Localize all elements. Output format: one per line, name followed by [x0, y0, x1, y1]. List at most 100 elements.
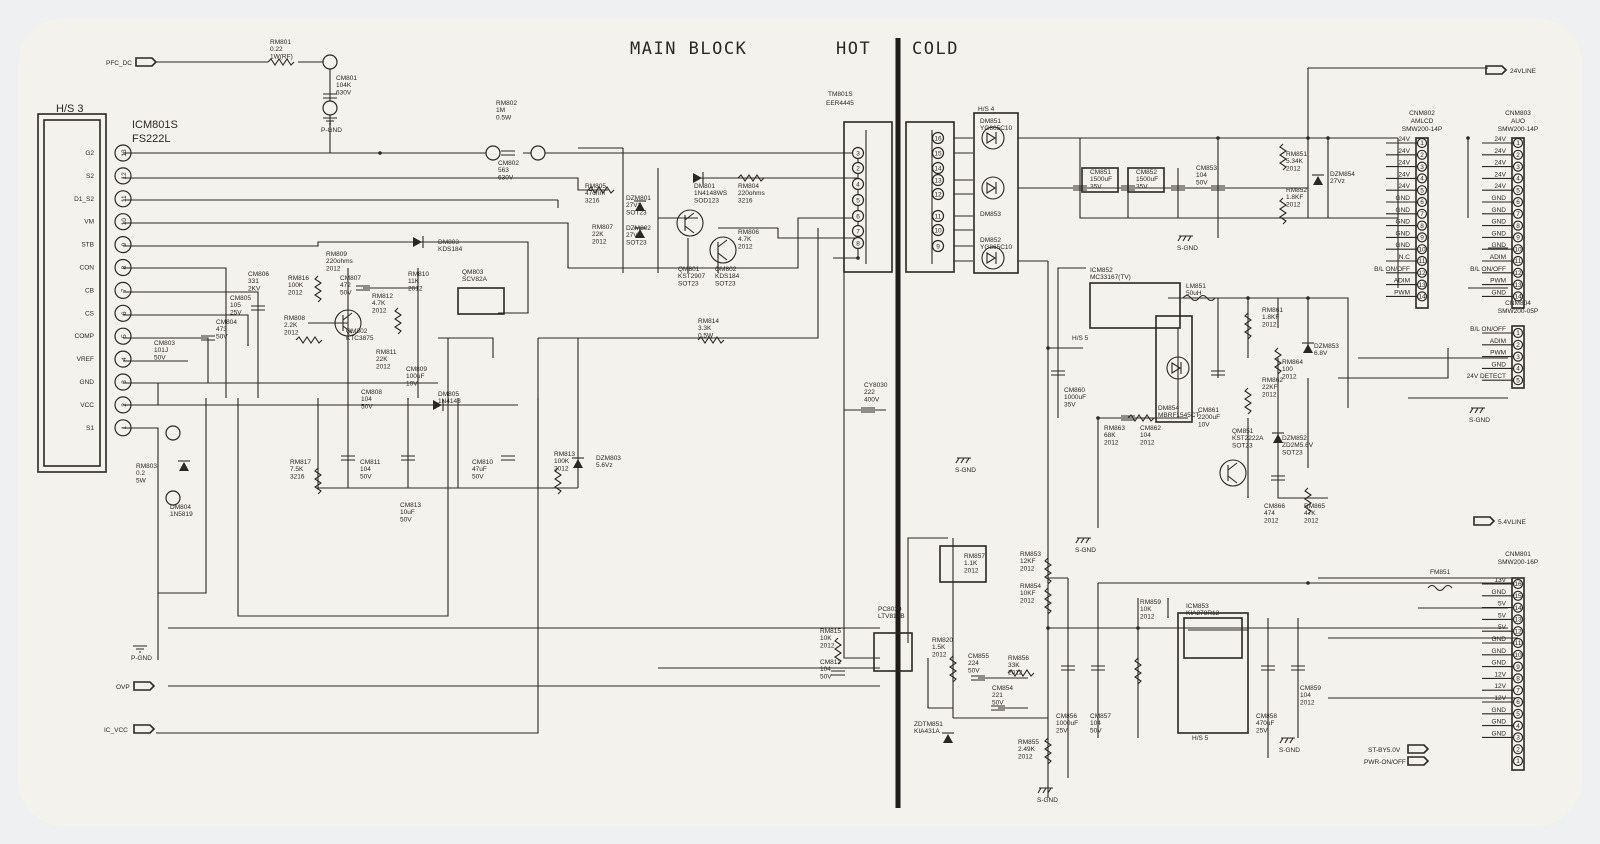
connector-pin-number: 5	[1516, 187, 1520, 194]
component-label-line: DM851	[980, 118, 1001, 125]
component-label-line: 3216	[290, 473, 305, 480]
component-label-line: DM803	[438, 239, 459, 246]
label-hs5b: H/S 5	[1192, 735, 1209, 742]
connector-pin-number: 13	[1514, 617, 1522, 624]
component-label-line: 473	[216, 326, 227, 333]
connector-pin-label: GND	[1492, 195, 1507, 202]
p-gnd-label: P-GND	[321, 127, 342, 134]
ic-pin-number: 10	[121, 218, 128, 226]
pwr-onoff-port[interactable]: PWR-ON/OFF	[1364, 756, 1430, 766]
component-label-line: 47uF	[472, 466, 487, 473]
component-label-line: CM861	[1198, 407, 1219, 414]
component-label-line: 35V	[1064, 401, 1076, 408]
component-label-line: CM810	[472, 459, 493, 466]
s-gnd-symbol: S-GND	[1075, 537, 1096, 554]
ic-vcc-port[interactable]: IC_VCC	[104, 724, 156, 734]
ic-pin-6: 6CS	[85, 304, 132, 322]
component-label-line: 50V	[472, 473, 484, 480]
component-label-line: 50V	[968, 667, 980, 674]
connector-pin-label: PWM	[1490, 350, 1506, 357]
5-4vline-port[interactable]: 5.4VLINE	[1473, 516, 1526, 526]
5-4vline-label: 5.4VLINE	[1498, 519, 1526, 526]
component-label-line: RM863	[1104, 425, 1125, 432]
24vline-port[interactable]: 24VLINE	[1485, 65, 1537, 75]
resistor-symbol	[1244, 312, 1252, 340]
qm803-box	[457, 287, 505, 315]
connector-pin-number: 12	[1514, 270, 1522, 277]
icm852-body	[1089, 282, 1181, 329]
diode-symbol	[413, 236, 424, 248]
resistor-symbol	[1244, 387, 1252, 415]
component-label-line: CM857	[1090, 713, 1111, 720]
component-label-line: 104	[360, 466, 371, 473]
capacitor-symbol	[341, 455, 355, 461]
capacitor-symbol	[1261, 665, 1275, 671]
cnm804-title-line: SMW200-05P	[1498, 308, 1538, 315]
secondary-component-labels: H/S 4DM851YG865C10DM853DM852YG865C10CM85…	[914, 106, 1451, 760]
terminal-symbol	[165, 490, 181, 506]
capacitor-symbol	[1051, 370, 1065, 376]
component-label-line: RM852	[1286, 187, 1307, 194]
cnm802-pin-12: 12B/L ON/OFF	[1374, 266, 1428, 278]
component-label-line: 224	[968, 660, 979, 667]
component-label-line: 563	[498, 167, 509, 174]
component-label-line: 5W	[136, 477, 147, 484]
cnm804-title-line: CNM804	[1505, 300, 1531, 307]
connector-pin-label: GND	[1396, 242, 1411, 249]
component-label-line: DM854	[1158, 405, 1179, 412]
resistor-symbol	[697, 336, 725, 344]
component-label-line: 27Vz	[1330, 178, 1345, 185]
component-label-line: 1000uF	[1064, 394, 1086, 401]
component-label-line: QM803	[462, 269, 484, 276]
component-label-line: 0.5W	[496, 114, 512, 121]
connector-pin-label: 12V	[1494, 695, 1506, 702]
connector-pin-number: 4	[1516, 176, 1520, 183]
connector-pin-label: 13V	[1494, 577, 1506, 584]
diode-symbol	[693, 172, 704, 184]
pfc-dc-port[interactable]: PFC_DC	[106, 57, 158, 67]
st-by-port[interactable]: ST-BY5.0V	[1368, 744, 1430, 754]
component-label-line: CM866	[1264, 503, 1285, 510]
ovp-port[interactable]: OVP	[116, 681, 156, 691]
component-label-line: 10K	[1140, 606, 1152, 613]
connector-pin-number: 7	[1420, 211, 1424, 218]
s-gnd-symbol: S-GND	[1469, 407, 1490, 424]
component-label-line: 101J	[154, 347, 168, 354]
component-label-line: CM862	[1140, 425, 1161, 432]
component-label-line: 50V	[361, 403, 373, 410]
heatsink-hs5-b	[1177, 612, 1249, 734]
resistor-symbol	[295, 336, 323, 344]
connector-pin-number: 7	[1516, 687, 1520, 694]
junction-dot	[856, 256, 860, 260]
component-label-line: 7.5K	[290, 466, 304, 473]
resistor-symbol	[554, 467, 562, 495]
ic-pin-number: 8	[121, 265, 128, 269]
component-label-line: 0.22	[270, 46, 283, 53]
component-label-line: 1M	[496, 107, 505, 114]
tx-pin-number: 8	[856, 240, 860, 247]
transistor-symbol	[1219, 459, 1247, 487]
component-label-line: CM805	[230, 295, 251, 302]
component-label-line: MC33167(TV)	[1090, 274, 1131, 281]
connector-pin-number: 1	[1516, 330, 1520, 337]
component-label-line: KIA431A	[914, 728, 940, 735]
s-gnd-label: S-GND	[1177, 245, 1198, 252]
connector-pin-label: 24V	[1398, 136, 1410, 143]
icm801s-pins: 13G212S211D1_S210VM9STB8CON7CB6CS5COMP4V…	[74, 144, 132, 437]
